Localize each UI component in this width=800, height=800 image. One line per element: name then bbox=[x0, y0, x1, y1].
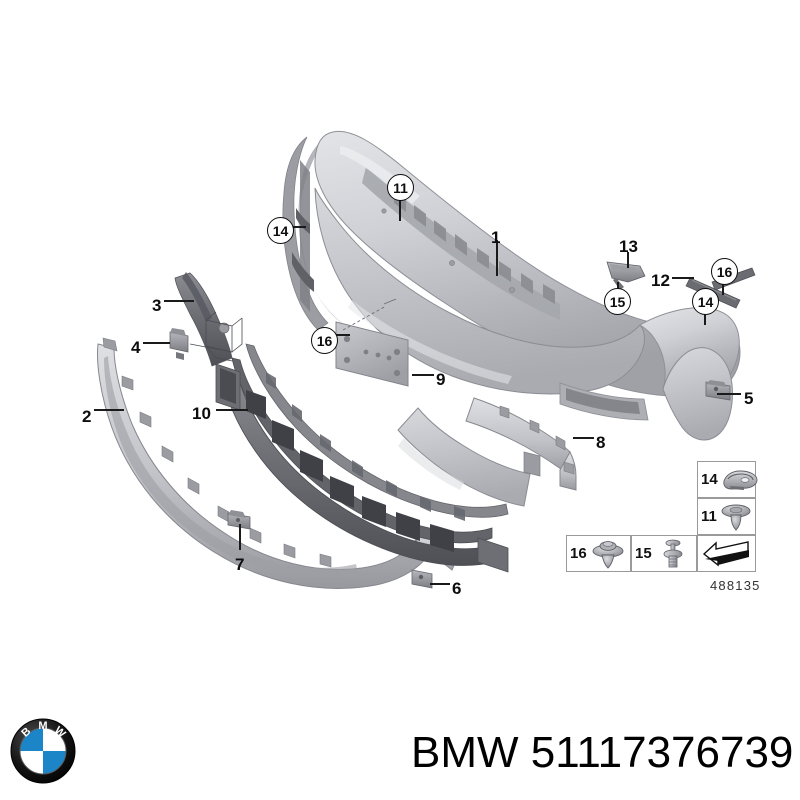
callout-12[interactable]: 12 bbox=[651, 271, 670, 290]
callout-5[interactable]: 5 bbox=[744, 389, 754, 408]
callout-2[interactable]: 2 bbox=[82, 407, 92, 426]
part-13-bracket bbox=[606, 261, 646, 290]
footer-part-number: BMW 51117376739 bbox=[411, 728, 794, 777]
callout-6[interactable]: 6 bbox=[452, 579, 462, 598]
callout-16[interactable]: 16 bbox=[711, 258, 738, 285]
callout-4[interactable]: 4 bbox=[131, 338, 141, 357]
callout-leader-10 bbox=[216, 409, 248, 411]
callout-leader-15 bbox=[617, 282, 619, 290]
legend-number-16: 16 bbox=[570, 545, 587, 562]
part-mid-panel bbox=[397, 407, 541, 507]
legend-diagram-code: 488135 bbox=[710, 578, 761, 593]
callout-9[interactable]: 9 bbox=[436, 370, 446, 389]
callout-leader-14b bbox=[704, 313, 706, 325]
callout-leader-12 bbox=[672, 277, 694, 279]
legend-number-14: 14 bbox=[701, 471, 718, 488]
expansion-rivet-icon bbox=[654, 538, 693, 570]
bmw-logo: B M W bbox=[10, 718, 76, 784]
callout-14[interactable]: 14 bbox=[267, 217, 294, 244]
legend-number-15: 15 bbox=[635, 545, 652, 562]
callout-leader-11 bbox=[399, 199, 401, 221]
part-3-side-bracket bbox=[174, 272, 243, 367]
callout-leader-7 bbox=[239, 524, 241, 550]
part-9-plate-holder bbox=[335, 298, 409, 387]
legend-cell-arrow[interactable] bbox=[697, 535, 756, 572]
callout-14b[interactable]: 14 bbox=[692, 288, 719, 315]
callout-leader-9 bbox=[412, 374, 434, 376]
legend-cell-16[interactable]: 16 bbox=[566, 535, 631, 572]
legend-cell-15[interactable]: 15 bbox=[631, 535, 697, 572]
callout-leader-8 bbox=[573, 437, 594, 439]
callout-leader-4 bbox=[143, 342, 170, 344]
svg-text:M: M bbox=[38, 720, 47, 732]
part-4-clip bbox=[169, 328, 189, 360]
bracket-clip-icon bbox=[720, 467, 760, 493]
callout-10[interactable]: 10 bbox=[192, 404, 211, 423]
callout-leader-6 bbox=[430, 583, 450, 585]
callout-8[interactable]: 8 bbox=[596, 433, 606, 452]
callout-16b[interactable]: 16 bbox=[311, 327, 338, 354]
callout-leader-2 bbox=[94, 409, 124, 411]
callout-15[interactable]: 15 bbox=[604, 288, 631, 315]
callout-13[interactable]: 13 bbox=[619, 237, 638, 256]
arrow-block-icon bbox=[698, 540, 755, 567]
screw-grommet-icon bbox=[589, 539, 627, 569]
callout-leader-14 bbox=[292, 226, 306, 228]
callout-7[interactable]: 7 bbox=[235, 555, 245, 574]
callout-leader-1 bbox=[496, 240, 498, 276]
part-8-side-trim bbox=[465, 397, 577, 491]
callout-leader-3 bbox=[164, 300, 194, 302]
callout-leader-5 bbox=[717, 393, 741, 395]
push-rivet-icon bbox=[719, 502, 753, 532]
legend-cell-14[interactable]: 14 bbox=[697, 461, 758, 498]
callout-leader-13 bbox=[627, 252, 629, 268]
callout-leader-16 bbox=[722, 283, 724, 295]
part-7-clip bbox=[227, 510, 251, 530]
callout-11[interactable]: 11 bbox=[387, 174, 414, 201]
callout-1[interactable]: 1 bbox=[491, 228, 501, 247]
part-6-clip bbox=[411, 569, 433, 589]
part-5-clip bbox=[705, 380, 731, 401]
callout-3[interactable]: 3 bbox=[152, 296, 162, 315]
legend-cell-11[interactable]: 11 bbox=[697, 498, 756, 535]
legend-number-11: 11 bbox=[701, 508, 717, 525]
callout-leader-16b bbox=[336, 334, 350, 336]
part-10-absorber bbox=[215, 343, 509, 573]
